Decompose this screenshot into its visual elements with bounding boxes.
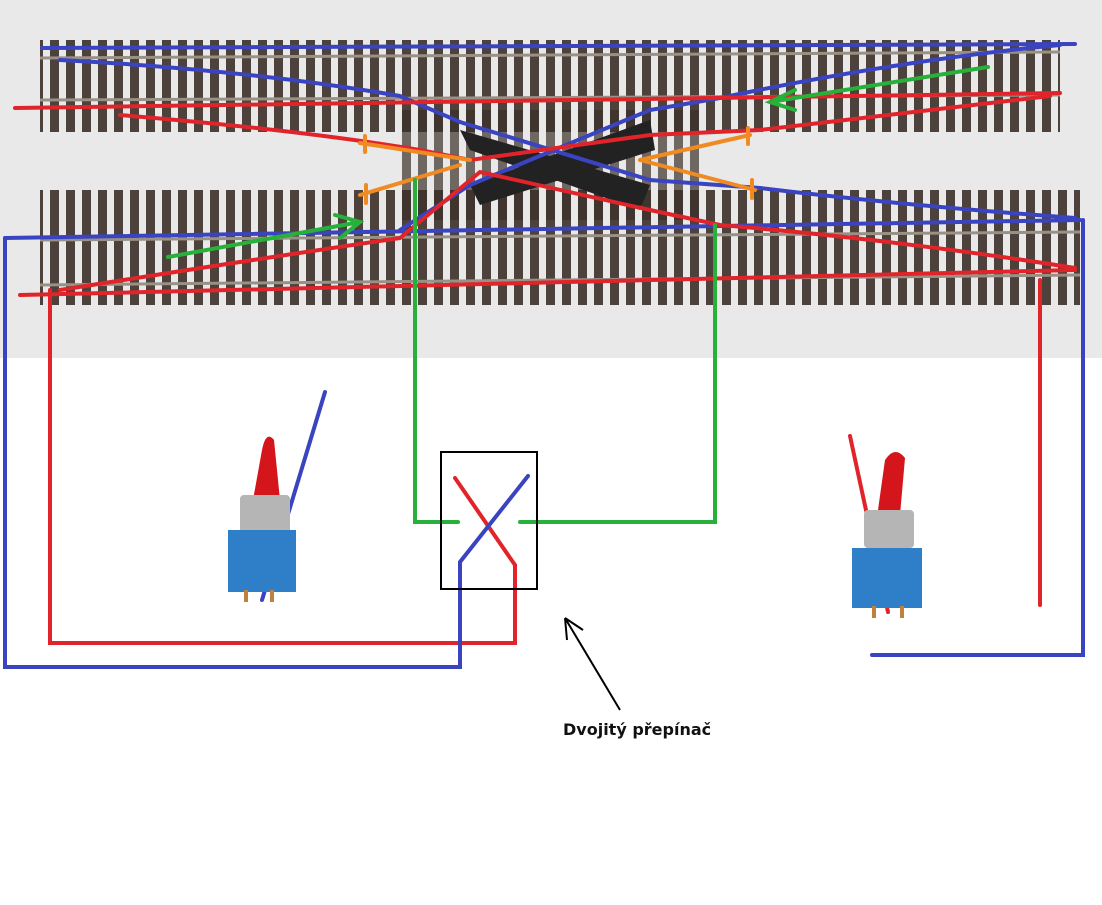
toggle-switch-left: [228, 436, 296, 602]
blue-wire-right: [870, 218, 1085, 657]
toggle-switch-right: [852, 451, 922, 618]
blue-wire-top: [40, 42, 1077, 50]
double-pole-switch-box: [440, 451, 538, 590]
green-wire-left: [413, 178, 460, 524]
arrow-icon: [564, 617, 621, 711]
red-wire-left-switch: [48, 288, 517, 645]
green-arrow-top: [764, 65, 990, 112]
red-wire-top: [13, 91, 1062, 110]
orange-wire-right: [638, 126, 757, 200]
switch-caption: Dvojitý přepínač: [563, 720, 712, 739]
blue-wire-left-switch: [3, 236, 530, 669]
red-wire-cross-2: [118, 94, 1052, 163]
red-wire-bottom: [18, 268, 1077, 297]
blue-wire-bottom: [3, 218, 1082, 240]
red-wire-cross-1: [58, 169, 1077, 292]
green-arrow-bottom: [166, 213, 365, 259]
blue-wire-cross-1: [58, 58, 1077, 220]
orange-wire-left: [358, 134, 472, 205]
green-wire-right: [518, 223, 717, 524]
wires: [3, 42, 1085, 669]
